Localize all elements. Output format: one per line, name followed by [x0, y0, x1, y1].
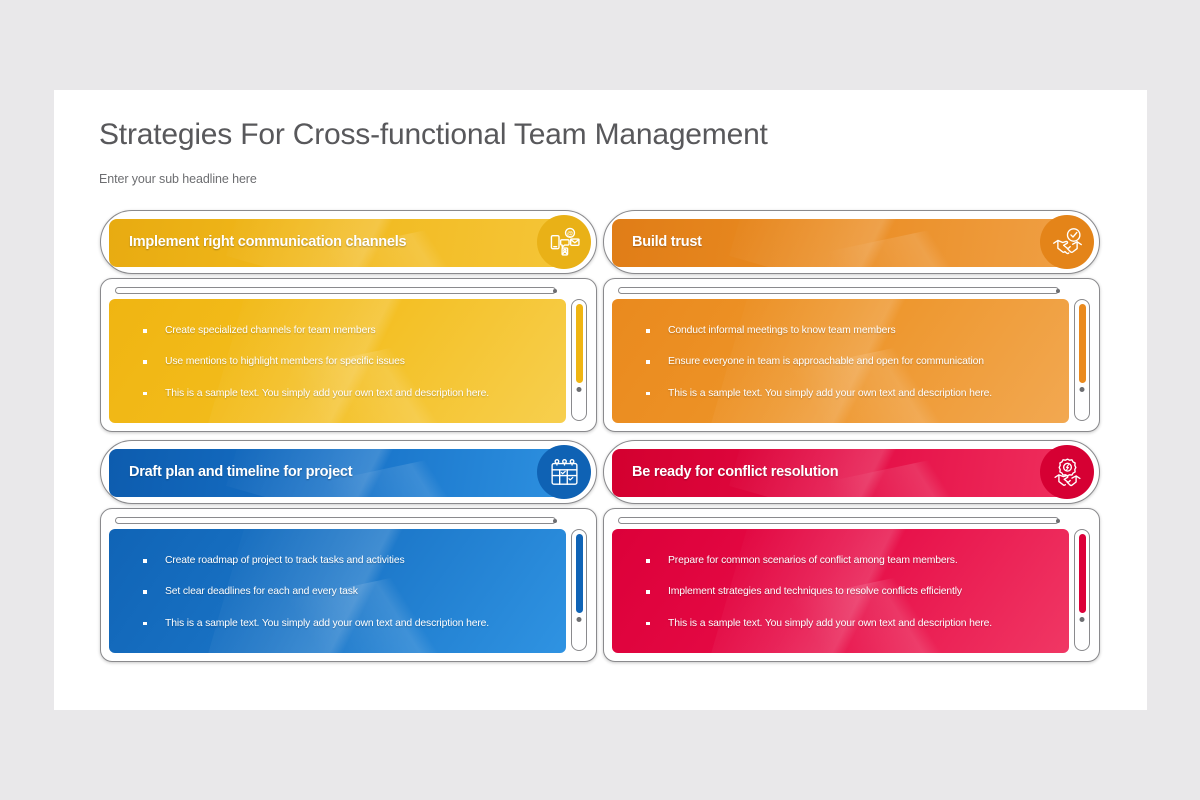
card-header-frame: Be ready for conflict resolution: [603, 440, 1100, 504]
card-bullet-list: Conduct informal meetings to know team m…: [646, 325, 1059, 400]
card-top-connector: [115, 517, 557, 524]
card-heading: Build trust: [632, 234, 702, 250]
conflict-resolution-icon: [1040, 445, 1094, 499]
page-title: Strategies For Cross-functional Team Man…: [99, 118, 768, 151]
card-side-slider[interactable]: [571, 529, 587, 651]
card-heading: Draft plan and timeline for project: [129, 464, 353, 480]
list-item: Implement strategies and techniques to r…: [646, 586, 1059, 598]
slider-fill: [575, 534, 583, 614]
connector-knob: [553, 518, 557, 523]
card-side-slider[interactable]: [1074, 299, 1090, 421]
card-heading: Implement right communication channels: [129, 234, 407, 250]
list-item: Ensure everyone in team is approachable …: [646, 356, 1059, 368]
list-item: This is a sample text. You simply add yo…: [143, 388, 556, 400]
slider-knob[interactable]: [576, 617, 582, 623]
handshake-check-icon: [1040, 215, 1094, 269]
slider-fill: [575, 304, 583, 384]
strategy-card-grid: Implement right communication channels @: [100, 210, 1100, 662]
card-body-fill: [612, 299, 1069, 423]
list-item: Prepare for common scenarios of conflict…: [646, 555, 1059, 567]
strategy-card-build-trust[interactable]: Build trust: [603, 210, 1100, 432]
card-top-connector: [115, 287, 557, 294]
list-item: Use mentions to highlight members for sp…: [143, 356, 556, 368]
slider-knob[interactable]: [1079, 387, 1085, 393]
page-subtitle: Enter your sub headline here: [99, 172, 257, 186]
slider-knob[interactable]: [576, 387, 582, 393]
slider-fill: [1078, 534, 1086, 614]
card-header-fill: [109, 449, 588, 497]
card-header-frame: Build trust: [603, 210, 1100, 274]
svg-text:@: @: [566, 230, 572, 237]
connector-knob: [1056, 288, 1060, 293]
card-bullet-list: Create specialized channels for team mem…: [143, 325, 556, 400]
list-item: Conduct informal meetings to know team m…: [646, 325, 1059, 337]
list-item: This is a sample text. You simply add yo…: [143, 618, 556, 630]
card-body-fill: [612, 529, 1069, 653]
card-heading: Be ready for conflict resolution: [632, 464, 839, 480]
card-body-frame: Prepare for common scenarios of conflict…: [603, 508, 1100, 662]
strategy-card-implement-right-communication-channels[interactable]: Implement right communication channels @: [100, 210, 597, 432]
card-side-slider[interactable]: [1074, 529, 1090, 651]
connector-knob: [553, 288, 557, 293]
slide-canvas: Strategies For Cross-functional Team Man…: [54, 90, 1147, 710]
card-top-connector: [618, 287, 1060, 294]
card-bullet-list: Prepare for common scenarios of conflict…: [646, 555, 1059, 630]
card-body-fill: [109, 299, 566, 423]
card-header-frame: Draft plan and timeline for project: [100, 440, 597, 504]
strategy-card-be-ready-for-conflict-resolution[interactable]: Be ready for conflict resolution: [603, 440, 1100, 662]
card-body-frame: Conduct informal meetings to know team m…: [603, 278, 1100, 432]
card-body-frame: Create roadmap of project to track tasks…: [100, 508, 597, 662]
list-item: Set clear deadlines for each and every t…: [143, 586, 556, 598]
card-top-connector: [618, 517, 1060, 524]
list-item: This is a sample text. You simply add yo…: [646, 388, 1059, 400]
card-body-fill: [109, 529, 566, 653]
slider-fill: [1078, 304, 1086, 384]
card-header-fill: [612, 449, 1091, 497]
slider-knob[interactable]: [1079, 617, 1085, 623]
list-item: This is a sample text. You simply add yo…: [646, 618, 1059, 630]
list-item: Create roadmap of project to track tasks…: [143, 555, 556, 567]
calendar-icon: [537, 445, 591, 499]
card-body-frame: Create specialized channels for team mem…: [100, 278, 597, 432]
connector-knob: [1056, 518, 1060, 523]
card-header-fill: [109, 219, 588, 267]
card-header-frame: Implement right communication channels @: [100, 210, 597, 274]
strategy-card-draft-plan-and-timeline-for-project[interactable]: Draft plan and timeline for project: [100, 440, 597, 662]
card-header-fill: [612, 219, 1091, 267]
communication-channels-icon: @: [537, 215, 591, 269]
list-item: Create specialized channels for team mem…: [143, 325, 556, 337]
card-side-slider[interactable]: [571, 299, 587, 421]
card-bullet-list: Create roadmap of project to track tasks…: [143, 555, 556, 630]
